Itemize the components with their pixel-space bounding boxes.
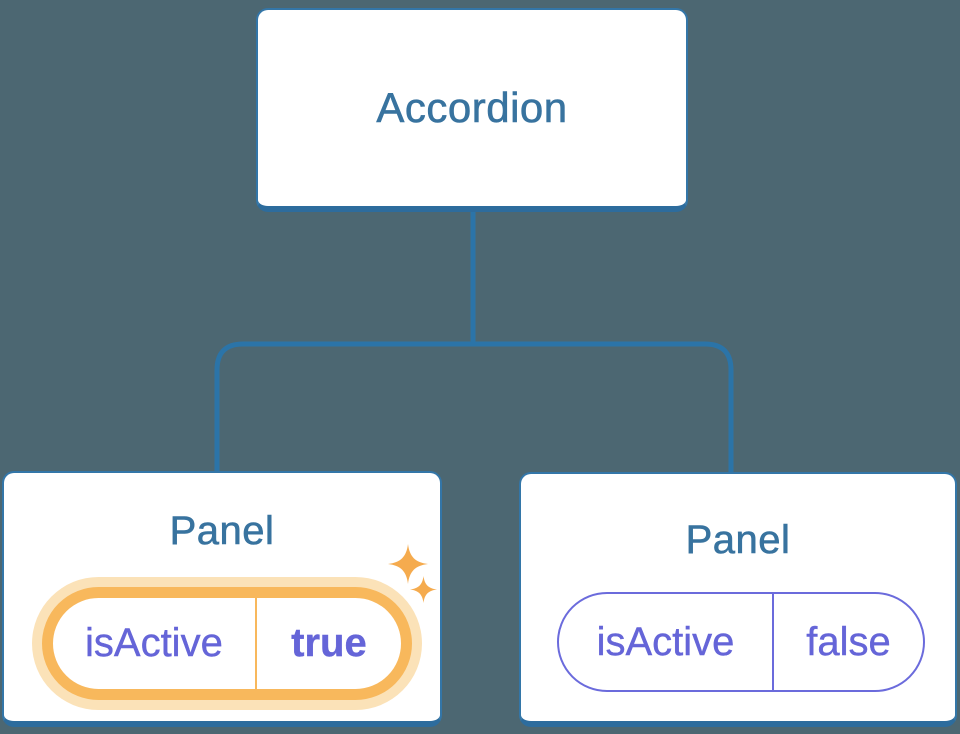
sparkle-icon (410, 576, 437, 603)
accordion-node-label: Accordion (376, 84, 568, 132)
panel-inactive-label: Panel (685, 518, 791, 563)
state-value-true: true (291, 621, 367, 665)
panel-node-inactive: Panel isActive false (519, 472, 957, 727)
panel-active-label: Panel (169, 509, 275, 554)
panel-node-active: Panel isActive true (2, 471, 442, 727)
state-value-false: false (806, 619, 891, 664)
connector-bracket (214, 341, 734, 473)
state-key-label: isActive (559, 594, 774, 690)
accordion-node: Accordion (256, 8, 688, 212)
state-pill-inactive: isActive false (557, 592, 925, 692)
sparkle-icon (388, 544, 428, 584)
state-key-label: isActive (53, 598, 257, 689)
state-pill-active: isActive true (42, 587, 412, 700)
